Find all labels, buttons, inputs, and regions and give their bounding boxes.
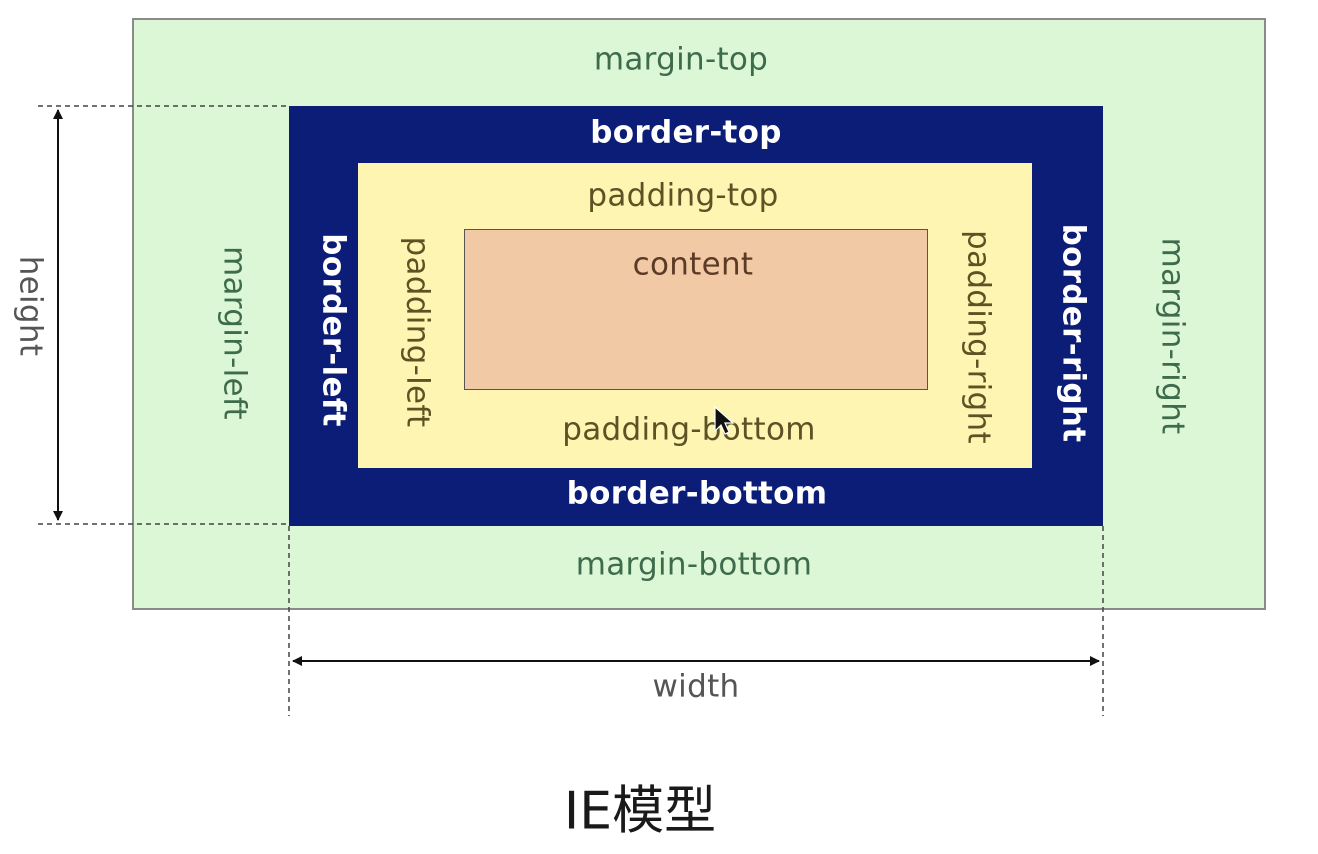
margin-bottom-label: margin-bottom: [575, 546, 813, 583]
border-bottom-label: border-bottom: [566, 475, 828, 512]
margin-top-label: margin-top: [593, 41, 769, 78]
border-top-label: border-top: [590, 114, 782, 151]
padding-bottom-label: padding-bottom: [562, 411, 816, 448]
content-label: content: [632, 246, 754, 283]
diagram-caption: IE模型: [563, 781, 717, 842]
content-area: [464, 229, 928, 390]
padding-top-label: padding-top: [587, 177, 779, 214]
width-label: width: [652, 668, 740, 705]
